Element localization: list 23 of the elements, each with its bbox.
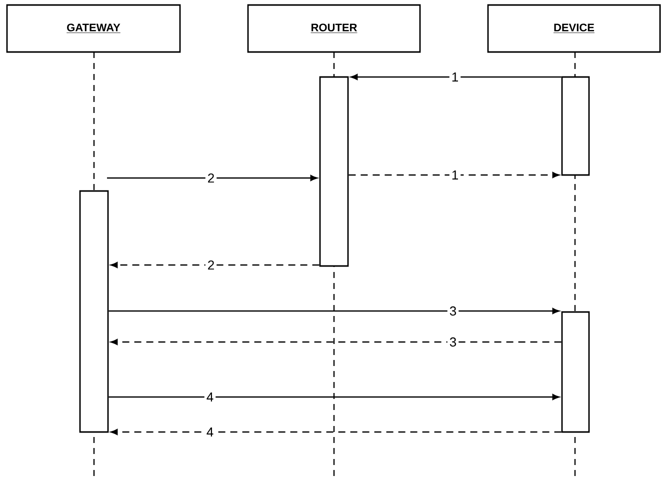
activation-bar bbox=[319, 76, 349, 267]
arrow bbox=[110, 262, 320, 268]
participant-box: ROUTER bbox=[247, 4, 421, 53]
edge-label: 3 bbox=[447, 304, 459, 318]
participant-box: GATEWAY bbox=[6, 4, 181, 53]
arrow bbox=[108, 394, 560, 400]
edge-label: 1 bbox=[449, 168, 461, 182]
activation-bar bbox=[561, 76, 590, 176]
arrow bbox=[107, 175, 318, 181]
edge-label: 2 bbox=[205, 171, 217, 185]
edge-label: 1 bbox=[449, 70, 461, 84]
arrow bbox=[348, 172, 560, 178]
arrow bbox=[108, 308, 560, 314]
arrow bbox=[350, 74, 562, 80]
edge-label: 4 bbox=[204, 426, 216, 438]
arrow bbox=[110, 429, 562, 435]
participant-box: DEVICE bbox=[487, 4, 661, 53]
edge-label: 3 bbox=[447, 335, 459, 349]
edge-label: 4 bbox=[204, 390, 216, 404]
edge-label: 2 bbox=[205, 258, 217, 272]
activation-bar bbox=[79, 190, 109, 433]
activation-bar bbox=[561, 311, 590, 433]
arrow bbox=[110, 339, 562, 345]
